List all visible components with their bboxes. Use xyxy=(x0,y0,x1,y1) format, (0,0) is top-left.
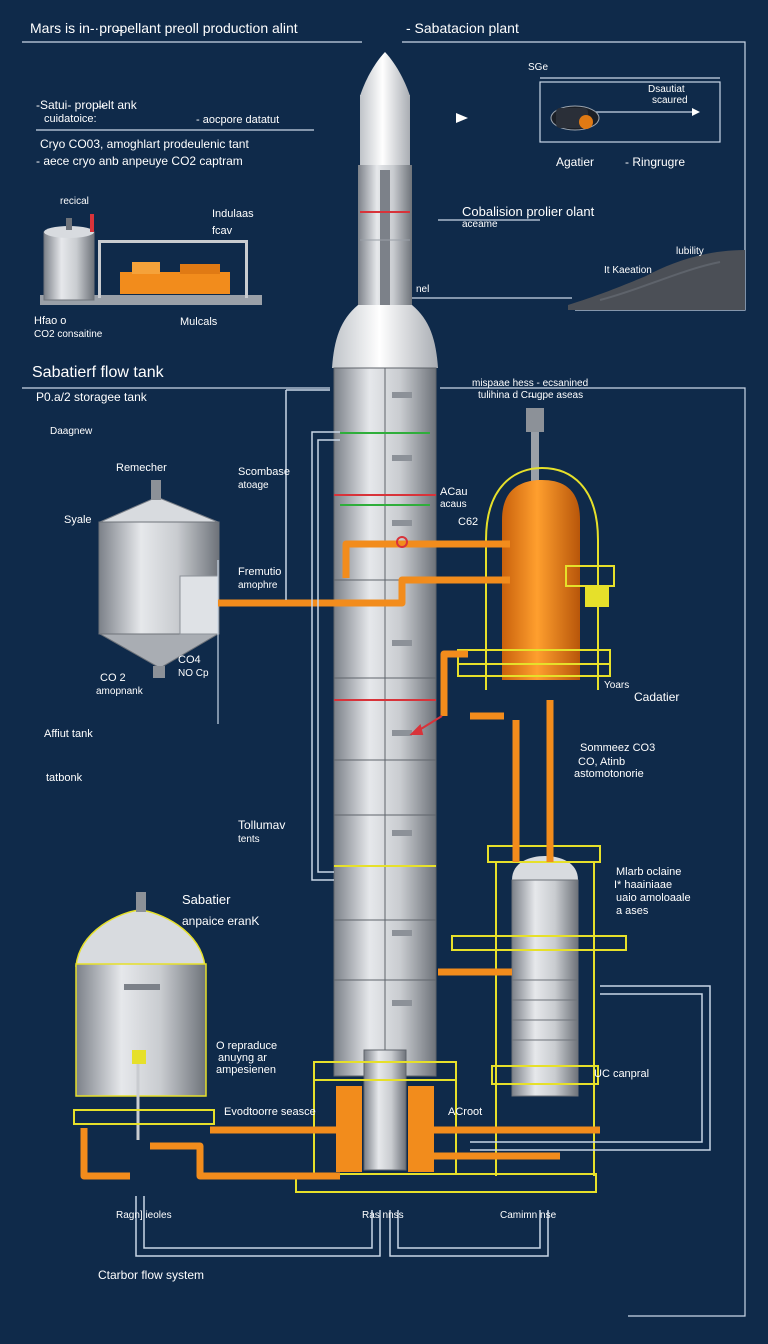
sabatier-reactor xyxy=(457,408,615,690)
repraduce-label: O repraduce xyxy=(216,1040,278,1052)
storage-tank-title: P0.a/2 storagee tank xyxy=(36,390,147,404)
mlarb-oclaine-label: Mlarb oclaine xyxy=(616,866,682,878)
scaffold-frames xyxy=(73,1061,597,1193)
a-ases-label: a ases xyxy=(616,905,649,917)
ras-nnss-label: Ras nnss xyxy=(362,1210,404,1221)
recical-label: recical xyxy=(60,196,89,207)
mars-terrain xyxy=(568,250,745,310)
uc-canpral-label: UC canpral xyxy=(594,1068,650,1080)
propellant-tank-label: -Satui- propl̶elt ank xyxy=(36,98,137,112)
sabatier-storage-tank xyxy=(75,892,207,1140)
evodtoorre-seasce-label: Evodtoorre seasce xyxy=(224,1106,316,1118)
frame-lines xyxy=(22,41,746,1317)
ampesienen-label: ampesienen xyxy=(216,1064,276,1076)
cuidatoice-label: cuidatoice: xyxy=(44,113,97,125)
acau-label: ACau xyxy=(440,486,468,498)
carbor-flow-system-label: Ctarbor flow system xyxy=(98,1268,205,1282)
syale-label: Syale xyxy=(64,514,92,526)
tents-label: tents xyxy=(238,834,260,845)
atoage-label: atoage xyxy=(238,480,269,491)
orange-pipework xyxy=(80,540,600,1180)
fcav-label: fcav xyxy=(212,225,233,237)
module-label-2: scaured xyxy=(652,95,688,106)
fremutio-label: Fremutio xyxy=(238,566,282,578)
aocpore-label: - aocpore datatut xyxy=(196,114,280,126)
tatbonk-label: tatbonk xyxy=(46,772,83,784)
ragn-ieoles-label: Ragn] ieoles xyxy=(116,1210,172,1221)
nocp-label: NO Cp xyxy=(178,668,209,679)
daagnew-label: Daagnew xyxy=(50,426,93,437)
cadatier-label: Cadatier xyxy=(634,690,680,704)
title: Mars is in-·pro̶pellant preoll productio… xyxy=(30,20,298,36)
cryo-capture-label: - aece cryo anb anpeuye CO2 captram xyxy=(36,154,243,168)
arrowheads xyxy=(456,108,700,123)
module-label-1: Dsautiat xyxy=(648,84,685,95)
mulcals-label: Mulcals xyxy=(180,316,218,328)
facility-illustration xyxy=(40,214,262,305)
co-atinb-label: CO, Atinb xyxy=(578,756,626,768)
main-tower xyxy=(333,367,437,1172)
indulaas-label: Indulaas xyxy=(212,208,254,220)
top-right-note-1: mispaae hess - ecsanined xyxy=(472,378,589,389)
agatier-label: Agatier xyxy=(556,155,595,169)
sabatier-label: Sabatier xyxy=(182,892,231,907)
yoars-label: Yoars xyxy=(604,680,630,691)
gas-label: SGe xyxy=(528,62,549,73)
kaeation-label: It Kaeation xyxy=(604,265,652,276)
ringrugre-label: - Ringrugre xyxy=(625,155,686,169)
co2-consaitine-label: CO2 consaitine xyxy=(34,329,103,340)
anuyng-label: anuyng ar xyxy=(218,1052,267,1064)
remecher-label: Remecher xyxy=(116,462,167,474)
uaio-amoloaale-label: uaio amoloaale xyxy=(616,892,691,904)
sabatier-flow-tank-title: Sabatierf flow tank xyxy=(32,364,164,381)
top-right-note-2: tulihina d Cr̶ugpe aseas xyxy=(478,390,584,401)
tollumav-label: Tollumav xyxy=(238,818,286,832)
lubility-label: lubility xyxy=(676,246,704,257)
cobalision-sub-label: aceame xyxy=(462,219,498,230)
acroot-label: ACroot xyxy=(448,1106,483,1118)
scombase-label: Scombase xyxy=(238,466,290,478)
c62-label: C62 xyxy=(458,516,479,528)
camimn-nse-label: Camimn nse xyxy=(500,1210,557,1221)
haainiaae-label: I* haainiaae xyxy=(614,879,673,891)
isru-module-icon xyxy=(550,105,600,131)
cryo-co2-label: Cryo CO03, amoghlart prodeulenic tant xyxy=(40,137,249,151)
red-pointers xyxy=(396,536,443,735)
hfao-label: Hfao o xyxy=(34,315,67,327)
separator-column xyxy=(451,845,627,1176)
co4-label: CO4 xyxy=(178,654,201,666)
astomotonorie-label: astomotonorie xyxy=(574,768,644,780)
amophre-label: amophre xyxy=(238,580,278,591)
rocket xyxy=(332,52,438,368)
co2-label: CO 2 xyxy=(100,672,126,684)
white-pipework xyxy=(135,389,711,1257)
affiut-tank-label: Affiut tank xyxy=(44,728,93,740)
cobalision-plant-label: Cobalision prolier olant xyxy=(462,204,595,219)
sabatacion-plant-title: - Sabatacion plant xyxy=(406,20,519,36)
nel-label: nel xyxy=(416,284,430,295)
acaus-label: acaus xyxy=(440,499,467,510)
amopnank-label: amopnank xyxy=(96,686,143,697)
co2-storage-tank xyxy=(98,480,220,724)
sommeez-co3-label: Sommeez CO3 xyxy=(580,742,656,754)
anpaice-eranK-label: anpaice eranK xyxy=(182,914,260,928)
